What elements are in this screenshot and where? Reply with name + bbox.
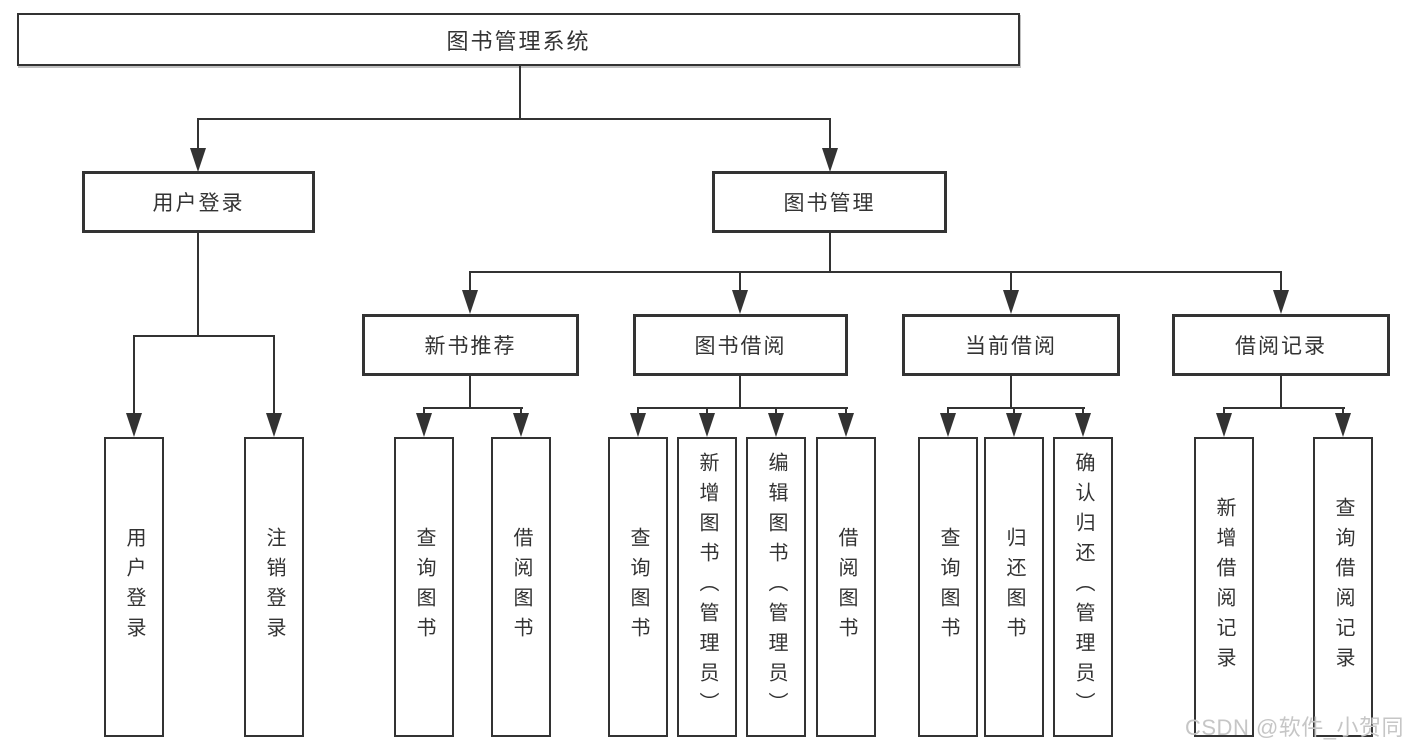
arrowhead-icon (462, 290, 478, 314)
leaf-label: 注销登录 (263, 527, 285, 647)
connector-line (1010, 376, 1012, 409)
arrowhead-icon (513, 413, 529, 437)
arrowhead-icon (1216, 413, 1232, 437)
node-label: 图书借阅 (694, 335, 787, 358)
arrowhead-icon (1003, 290, 1019, 314)
leaf-label: 归还图书 (1003, 527, 1025, 647)
node-user-login: 用户登录 (82, 171, 315, 233)
node-new-book-recommend: 新书推荐 (362, 314, 579, 376)
leaf-label: 借阅图书 (510, 527, 532, 647)
arrowhead-icon (266, 413, 282, 437)
connector-line (1010, 273, 1012, 291)
arrowhead-icon (768, 413, 784, 437)
connector-line (133, 335, 275, 337)
connector-line (1223, 407, 1345, 409)
leaf-label: 借阅图书 (835, 527, 857, 647)
arrowhead-icon (1273, 290, 1289, 314)
arrowhead-icon (1075, 413, 1091, 437)
node-label: 当前借阅 (965, 335, 1057, 358)
leaf-logout: 注销登录 (244, 437, 304, 737)
leaf-label: 用户登录 (123, 527, 145, 647)
arrowhead-icon (822, 148, 838, 172)
connector-line (423, 407, 523, 409)
leaf-label: 确认归还（管理员） (1072, 452, 1094, 722)
leaf-borrow-books-1: 借阅图书 (491, 437, 551, 737)
leaf-query-books-1: 查询图书 (394, 437, 454, 737)
connector-line (1280, 273, 1282, 291)
leaf-add-borrow-record: 新增借阅记录 (1194, 437, 1254, 737)
arrowhead-icon (732, 290, 748, 314)
node-root: 图书管理系统 (17, 13, 1020, 66)
leaf-label: 新增图书（管理员） (696, 452, 718, 722)
arrowhead-icon (838, 413, 854, 437)
leaf-user-login: 用户登录 (104, 437, 164, 737)
leaf-edit-books-admin: 编辑图书（管理员） (746, 437, 806, 737)
node-root-label: 图书管理系统 (446, 28, 591, 54)
leaf-label: 查询借阅记录 (1332, 497, 1354, 677)
node-label: 借阅记录 (1235, 335, 1327, 358)
connector-line (197, 233, 199, 337)
leaf-add-books-admin: 新增图书（管理员） (677, 437, 737, 737)
node-label: 图书管理 (783, 192, 876, 215)
arrowhead-icon (1006, 413, 1022, 437)
leaf-label: 编辑图书（管理员） (765, 452, 787, 722)
connector-line (739, 273, 741, 291)
node-book-borrow: 图书借阅 (633, 314, 848, 376)
leaf-query-books-2: 查询图书 (608, 437, 668, 737)
node-book-management: 图书管理 (712, 171, 947, 233)
arrowhead-icon (630, 413, 646, 437)
connector-line (469, 271, 1282, 273)
node-borrow-records: 借阅记录 (1172, 314, 1390, 376)
node-current-borrow: 当前借阅 (902, 314, 1120, 376)
connector-line (519, 66, 521, 120)
connector-line (197, 118, 831, 120)
connector-line (197, 120, 199, 150)
leaf-query-books-3: 查询图书 (918, 437, 978, 737)
connector-line (829, 120, 831, 150)
leaf-return-books: 归还图书 (984, 437, 1044, 737)
leaf-borrow-books-2: 借阅图书 (816, 437, 876, 737)
connector-line (1280, 376, 1282, 409)
leaf-label: 查询图书 (413, 527, 435, 647)
connector-line (469, 273, 471, 291)
arrowhead-icon (416, 413, 432, 437)
connector-line (133, 337, 135, 415)
leaf-label: 查询图书 (627, 527, 649, 647)
connector-line (829, 233, 831, 273)
leaf-confirm-return-admin: 确认归还（管理员） (1053, 437, 1113, 737)
node-label: 用户登录 (152, 192, 245, 215)
connector-line (273, 337, 275, 415)
leaf-query-borrow-record: 查询借阅记录 (1313, 437, 1373, 737)
arrowhead-icon (1335, 413, 1351, 437)
arrowhead-icon (190, 148, 206, 172)
arrowhead-icon (940, 413, 956, 437)
leaf-label: 查询图书 (937, 527, 959, 647)
node-label: 新书推荐 (424, 335, 517, 358)
connector-line (469, 376, 471, 409)
leaf-label: 新增借阅记录 (1213, 497, 1235, 677)
csdn-watermark: CSDN @软件_小贺同学 (1185, 715, 1405, 740)
arrowhead-icon (699, 413, 715, 437)
connector-line (739, 376, 741, 409)
connector-line (637, 407, 848, 409)
connector-line (947, 407, 1085, 409)
arrowhead-icon (126, 413, 142, 437)
